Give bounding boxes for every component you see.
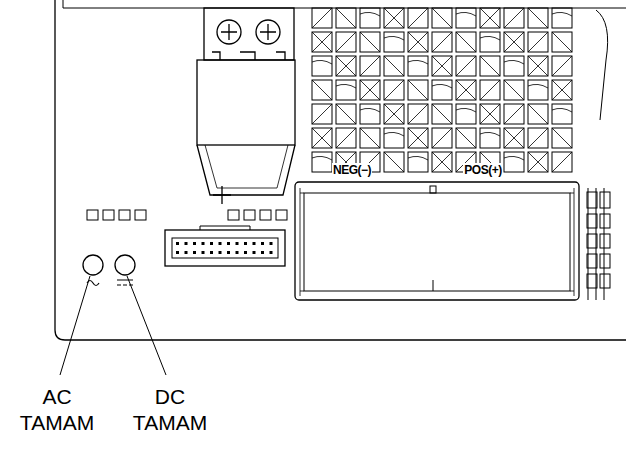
housing-inner-edge: [63, 0, 626, 8]
signal-connector: [165, 230, 285, 266]
connector-pin: [219, 251, 222, 254]
connector-pin: [193, 242, 196, 245]
connector-pin: [227, 251, 230, 254]
connector-pin: [210, 251, 213, 254]
terminal-cover-base: [197, 145, 295, 195]
connector-pin: [227, 242, 230, 245]
terminal-polarity: NEG(−): [332, 163, 372, 178]
leader-line: [127, 276, 166, 375]
indicator-pads: [87, 210, 287, 220]
side-details: [587, 10, 610, 300]
connector-pin: [244, 242, 247, 245]
connector-pin: [202, 242, 205, 245]
screw: [217, 20, 241, 44]
housing-outline: [55, 0, 626, 340]
connector-pin: [202, 251, 205, 254]
vent-grid: [312, 8, 572, 172]
connector-pin: [236, 251, 239, 254]
leader-line: [60, 276, 90, 375]
terminal-cover: [197, 60, 295, 145]
callout-label: DC TAMAM: [127, 384, 213, 437]
connector-pin: [236, 242, 239, 245]
led: [115, 255, 135, 275]
terminal-block: [204, 8, 294, 60]
cross-mark: [213, 186, 231, 204]
connector-pin: [261, 242, 264, 245]
led: [83, 255, 103, 275]
connector-pin: [193, 251, 196, 254]
connector-pin: [270, 242, 273, 245]
connector-pin: [253, 242, 256, 245]
output-connector: [295, 182, 579, 300]
callout-label: AC TAMAM: [14, 384, 100, 437]
screw: [256, 20, 280, 44]
connector-pin: [185, 242, 188, 245]
connector-pin: [219, 242, 222, 245]
connector-pin: [253, 251, 256, 254]
connector-pin: [176, 242, 179, 245]
connector-pin: [210, 242, 213, 245]
connector-pin: [176, 251, 179, 254]
terminal-polarity: POS(+): [463, 163, 502, 178]
connector-pin: [185, 251, 188, 254]
connector-pin: [261, 251, 264, 254]
connector-pin: [244, 251, 247, 254]
connector-pin: [270, 251, 273, 254]
